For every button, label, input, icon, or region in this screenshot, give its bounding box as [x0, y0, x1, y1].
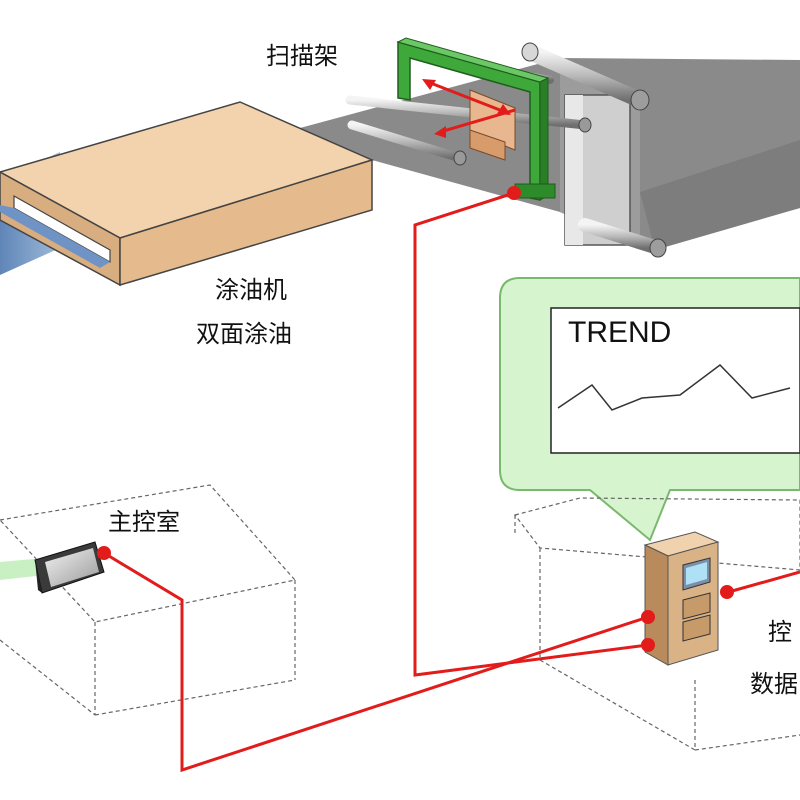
cabinet-node-upper: [641, 610, 655, 624]
oiler-label: 涂油机: [215, 276, 287, 304]
control-label: 控: [768, 618, 792, 646]
trend-line: [557, 364, 791, 411]
monitor-node: [97, 546, 111, 560]
scanner-node: [507, 186, 521, 200]
signal-lines: [103, 191, 800, 773]
data-label: 数据: [750, 670, 798, 698]
scanner-frame-label: 扫描架: [266, 42, 338, 70]
monitor-to-cabinet-line: [103, 551, 649, 773]
scanner-to-cabinet-line: [413, 191, 649, 677]
signal-nodes: [97, 186, 734, 652]
trend-chart-window: [550, 307, 800, 454]
control-room-box: [513, 497, 800, 751]
cabinet-node-lower: [641, 638, 655, 652]
data-cabinet: [643, 531, 720, 666]
trend-title: TREND: [568, 316, 671, 349]
scanner-frame: [396, 37, 556, 201]
steel-strip: [300, 58, 800, 250]
cabinet-node-right: [720, 585, 734, 599]
hmi-monitor: [34, 541, 105, 594]
trend-callout: TREND: [499, 277, 800, 542]
main-control-room-box: [0, 484, 297, 716]
main-control-room-label: 主控室: [108, 508, 180, 536]
cabinet-to-right-line: [724, 570, 800, 595]
oiler-machine: [0, 101, 375, 287]
roller-stand: [521, 42, 667, 258]
oiler-mode-label: 双面涂油: [196, 320, 292, 348]
